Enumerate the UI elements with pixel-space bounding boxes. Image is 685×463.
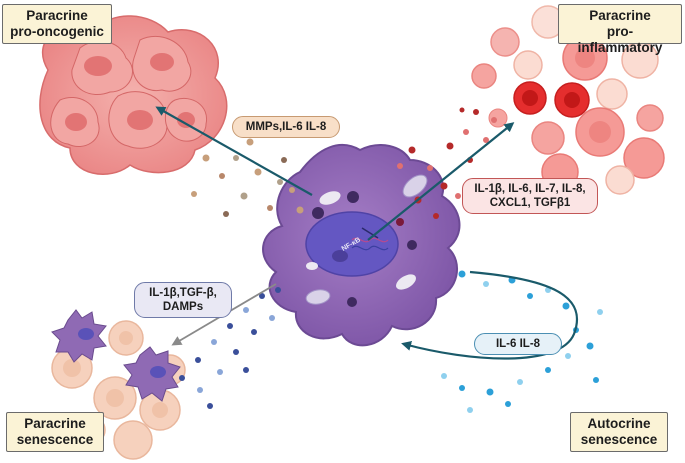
label-paracrine-pro-inflammatory: Paracrine pro-inflammatory (558, 4, 682, 55)
factor-pill-inflammatory: IL-1β, IL-6, IL-7, IL-8, CXCL1, TGFβ1 (462, 178, 598, 214)
pill-text: IL-1β, IL-6, IL-7, IL-8, (474, 183, 586, 195)
label-line: Paracrine (24, 416, 86, 431)
senescence-factor-dots (179, 287, 281, 409)
tumor-cell-cluster (39, 15, 228, 175)
label-line: Paracrine (589, 8, 651, 23)
arrow-to-oncogenic (155, 106, 313, 196)
autocrine-loop-arrow (401, 270, 578, 360)
label-line: senescence (16, 432, 94, 447)
autocrine-factor-dots (441, 270, 603, 413)
oncogenic-factor-dots (191, 129, 304, 217)
pill-text: IL-1β,TGF-β, (149, 287, 217, 299)
label-paracrine-pro-oncogenic: Paracrine pro-oncogenic (2, 4, 112, 44)
label-line: Autocrine (587, 416, 651, 431)
label-line: pro-oncogenic (10, 24, 104, 39)
pill-text: IL-6 IL-8 (495, 338, 541, 350)
arrow-to-inflammatory (367, 122, 515, 241)
central-senescent-cell (262, 144, 461, 347)
pill-text: MMPs,IL-6 IL-8 (245, 121, 327, 133)
pill-text: CXCL1, TGFβ1 (489, 197, 571, 209)
label-line: Paracrine (26, 8, 88, 23)
factor-pill-senescence: IL-1β,TGF-β, DAMPs (134, 282, 232, 318)
factor-pill-oncogenic: MMPs,IL-6 IL-8 (232, 116, 340, 138)
pill-text: DAMPs (162, 301, 204, 313)
label-line: senescence (580, 432, 658, 447)
factor-pill-autocrine: IL-6 IL-8 (474, 333, 562, 355)
label-line: pro-inflammatory (577, 24, 663, 55)
label-paracrine-senescence: Paracrine senescence (6, 412, 104, 452)
label-autocrine-senescence: Autocrine senescence (570, 412, 668, 452)
inflammatory-factor-dots (397, 107, 497, 219)
